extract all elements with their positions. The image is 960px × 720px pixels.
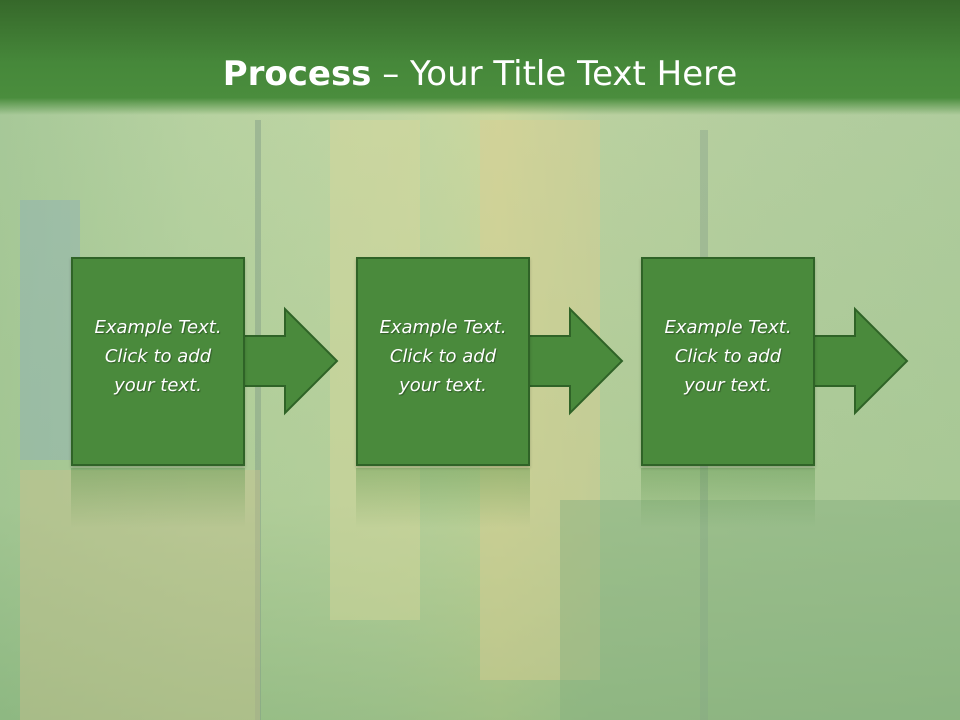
step-3-line-1: Example Text.	[664, 317, 792, 338]
step-1-reflection	[71, 468, 245, 528]
step-3-line-2: Click to add	[674, 346, 782, 367]
slide-title[interactable]: Process – Your Title Text Here	[0, 52, 960, 96]
step-1-line-3: your text.	[114, 375, 202, 396]
step-1-line-2: Click to add	[104, 346, 212, 367]
slide-title-bold: Process	[222, 54, 372, 94]
step-1-text: Example Text. Click to add your text.	[73, 313, 243, 400]
step-3-reflection	[641, 468, 815, 528]
step-1-box[interactable]: Example Text. Click to add your text.	[71, 257, 245, 466]
slide-title-rest: – Your Title Text Here	[371, 54, 738, 94]
step-2-line-1: Example Text.	[379, 317, 507, 338]
step-2-box[interactable]: Example Text. Click to add your text.	[356, 257, 530, 466]
step-3-text: Example Text. Click to add your text.	[643, 313, 813, 400]
step-2-line-2: Click to add	[389, 346, 497, 367]
step-2-reflection	[356, 468, 530, 528]
step-1-line-1: Example Text.	[94, 317, 222, 338]
step-2-text: Example Text. Click to add your text.	[358, 313, 528, 400]
step-3-box[interactable]: Example Text. Click to add your text.	[641, 257, 815, 466]
title-bar	[0, 0, 960, 115]
step-2-line-3: your text.	[399, 375, 487, 396]
step-3-line-3: your text.	[684, 375, 772, 396]
